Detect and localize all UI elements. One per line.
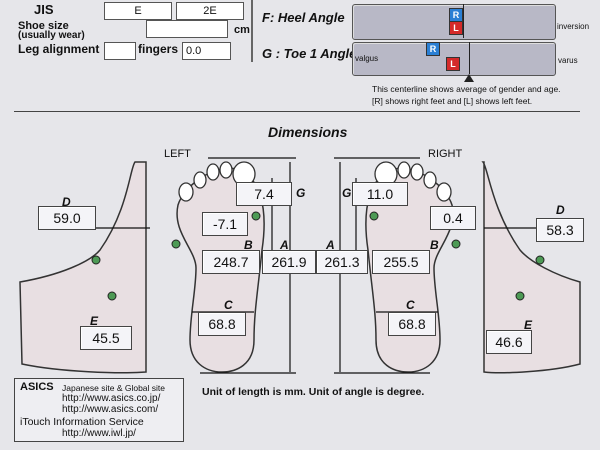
iwl-link[interactable]: http://www.iwl.jp/ [62,428,136,439]
toe-right-badge: R [426,42,440,56]
right-toe-5 [436,182,452,202]
left-letter-c: C [224,298,233,312]
right-a-value: 261.3 [316,250,368,274]
left-g-value: 7.4 [236,182,292,206]
shoe-size-unit: cm [234,24,250,36]
unit-note: Unit of length is mm. Unit of angle is d… [202,386,425,398]
right-letter-e: E [524,318,533,332]
right-toe-3 [410,163,424,181]
fingers-field[interactable]: 0.0 [182,42,231,60]
shoe-size-sub: (usually wear) [18,30,85,41]
right-marker-b1 [369,211,379,221]
jis-label: JIS [34,2,54,17]
shoe-size-field[interactable] [146,20,228,38]
toe-left-badge: L [446,57,460,71]
right-letter-c: C [406,298,415,312]
right-toe-value: 0.4 [430,206,476,230]
leg-alignment-field[interactable] [104,42,136,60]
right-c-value: 68.8 [388,312,436,336]
left-foot-title: LEFT [164,148,191,160]
asics-global-link[interactable]: http://www.asics.com/ [62,404,159,415]
left-toe-3 [206,163,220,181]
left-marker-b1 [171,239,181,249]
right-b-value: 255.5 [372,250,430,274]
shoe-size-label: Shoe size [18,20,69,32]
left-letter-a: A [280,238,289,252]
left-letter-g: G [296,186,306,200]
centerline-note: This centerline shows average of gender … [372,84,561,94]
fingers-label: fingers [138,42,179,56]
left-toe-2 [193,171,207,189]
left-toe-1 [178,182,194,202]
left-toe-value: -7.1 [202,212,248,236]
right-d-value: 58.3 [536,218,584,242]
left-letter-e: E [90,314,99,328]
left-letter-d: D [62,195,71,209]
footer-box [14,378,184,442]
heel-left-badge: L [449,21,463,35]
left-side-profile [19,161,147,374]
heel-angle-label: F: Heel Angle [262,10,345,25]
asics-brand: ASICS [20,381,54,393]
right-marker-b2 [451,239,461,249]
left-letter-b: B [244,238,253,252]
left-marker-d [91,255,101,265]
right-marker-e [515,291,525,301]
left-d-value: 59.0 [38,206,96,230]
asics-jp-link[interactable]: http://www.asics.co.jp/ [62,393,161,404]
right-letter-d: D [556,203,565,217]
left-b-value: 248.7 [202,250,260,274]
left-a-value: 261.9 [262,250,316,274]
right-marker-d [535,255,545,265]
toe-varus-label: varus [558,56,578,65]
centerline-marker-icon [464,74,474,82]
right-letter-a: A [326,238,335,252]
section-separator [14,111,580,112]
right-foot-title: RIGHT [428,148,463,160]
heel-inversion-label: inversion [557,22,590,31]
toe-centerline [469,42,470,74]
left-e-value: 45.5 [80,326,132,350]
header-divider [251,0,253,62]
leg-alignment-label: Leg alignment [18,42,100,56]
left-toe-4 [219,161,233,179]
right-g-value: 11.0 [352,182,408,206]
right-side-profile [481,161,581,374]
left-marker-b2 [251,211,261,221]
right-letter-b: B [430,238,439,252]
heel-centerline [463,4,464,38]
itouch-service-label: iTouch Information Service [20,416,144,428]
right-letter-g: G [342,186,352,200]
dimensions-title: Dimensions [268,124,348,140]
toe-angle-label: G : Toe 1 Angle [262,46,357,61]
feet-note: [R] shows right feet and [L] shows left … [372,96,533,106]
left-c-value: 68.8 [198,312,246,336]
toe-valgus-label: valgus [355,54,379,63]
right-toe-4 [423,171,437,189]
right-toe-2 [397,161,411,179]
left-marker-e [107,291,117,301]
width-left-field[interactable]: E [104,2,172,20]
right-e-value: 46.6 [486,330,532,354]
asics-brand-sub: Japanese site & Global site [62,383,166,393]
width-right-field[interactable]: 2E [176,2,244,20]
